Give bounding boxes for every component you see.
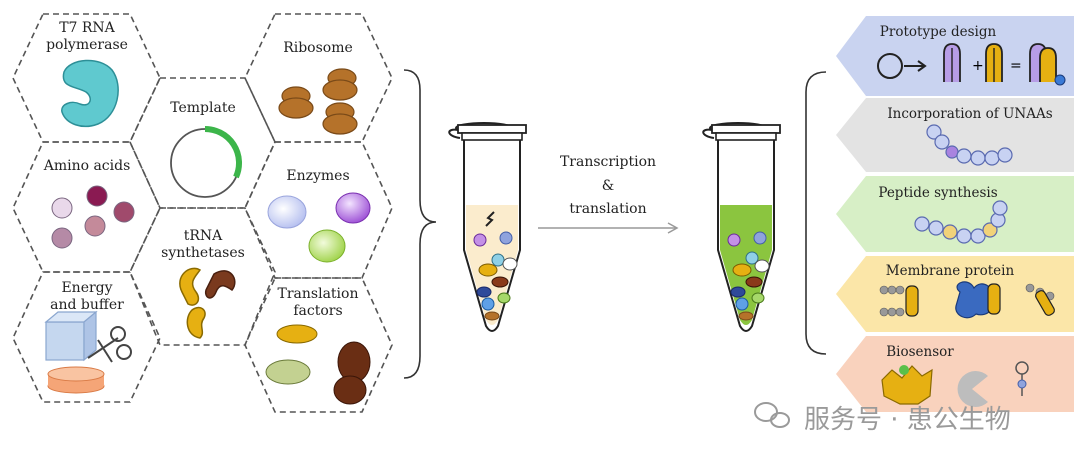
energy-buffer-icon [44,310,132,394]
amino-acids-label: Amino acids [43,158,131,174]
watermark: 服务号 · 患公生物 [754,402,1011,435]
band-label-membrane: Membrane protein [886,263,1015,279]
band-label-biosensor: Biosensor [886,344,954,360]
watermark-text: 服务号 · 患公生物 [804,405,1011,435]
process-line3: translation [569,201,646,217]
translation-factors-icon [265,324,371,405]
enzymes-icon [267,192,371,263]
hex-enzymes [244,141,393,279]
hex-translation [244,277,393,413]
prototype-design-icon: + = [877,43,1066,86]
svg-text:+: + [972,58,984,74]
membrane-protein-icon [879,281,1055,319]
hex-template [129,77,276,209]
svg-text:=: = [1010,58,1022,74]
t7-polymerase-icon [61,59,119,128]
brace-right [805,71,827,355]
hexagon-grid [12,13,393,413]
process-line1: Transcription [560,154,656,170]
band-label-prototype: Prototype design [880,24,997,40]
hex-energy [12,271,161,403]
band-label-peptide: Peptide synthesis [878,185,997,201]
band-label-unaa: Incorporation of UNAAs [887,106,1052,122]
amino-acid-dots-icon [51,185,135,249]
tube-before [448,122,527,332]
process-line2: & [602,178,614,194]
wechat-icon [754,402,790,428]
tube-after [702,122,781,332]
hex-ribosome [244,13,393,143]
enzymes-label: Enzymes [286,168,349,184]
unaa-chain-icon [926,124,1013,166]
band-unaa [836,98,1074,172]
hex-amino-acids [12,141,161,273]
template-label: Template [170,100,236,116]
band-biosensor [836,336,1074,412]
ribosome-icon [278,68,358,135]
trna-synthetase-icon [179,267,236,339]
peptide-chain-icon [914,200,1008,244]
biosensor-icon [881,361,1029,407]
ribosome-label: Ribosome [283,40,353,56]
template-plasmid-icon [170,126,243,198]
band-peptide [836,176,1074,252]
brace-left [403,69,437,379]
